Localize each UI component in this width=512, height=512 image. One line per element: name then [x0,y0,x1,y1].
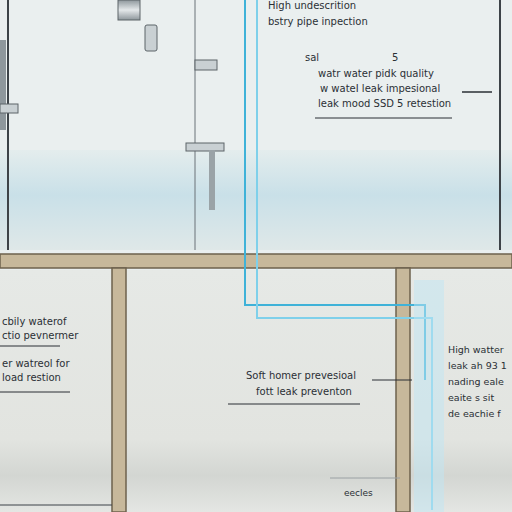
note-text: fott leak preventon [256,386,352,398]
note-text: cbily waterof [2,316,66,328]
note-text: load restion [2,372,61,384]
note-text: sal [305,52,319,64]
note-text: High watter [448,344,504,355]
note-text: w wateI leak impesional [320,83,440,95]
note-text: nading eale [448,376,504,387]
note-text: leak mood SSD 5 retestion [318,98,451,110]
note-text: Soft homer prevesioal [246,370,356,382]
note-text: ctio pevnermer [2,330,78,342]
heading-text: High undescrition [268,0,356,12]
note-text: leak ah 93 1 [448,360,507,371]
note-text: de eachie f [448,408,501,419]
heading-text: bstry pipe inpection [268,16,368,28]
note-text: er watreol for [2,358,70,370]
note-text: eaite s sit [448,392,494,403]
note-text: watr water pidk quality [318,68,434,80]
callout-number: 5 [392,52,398,64]
footer-text: eecles [344,488,373,499]
